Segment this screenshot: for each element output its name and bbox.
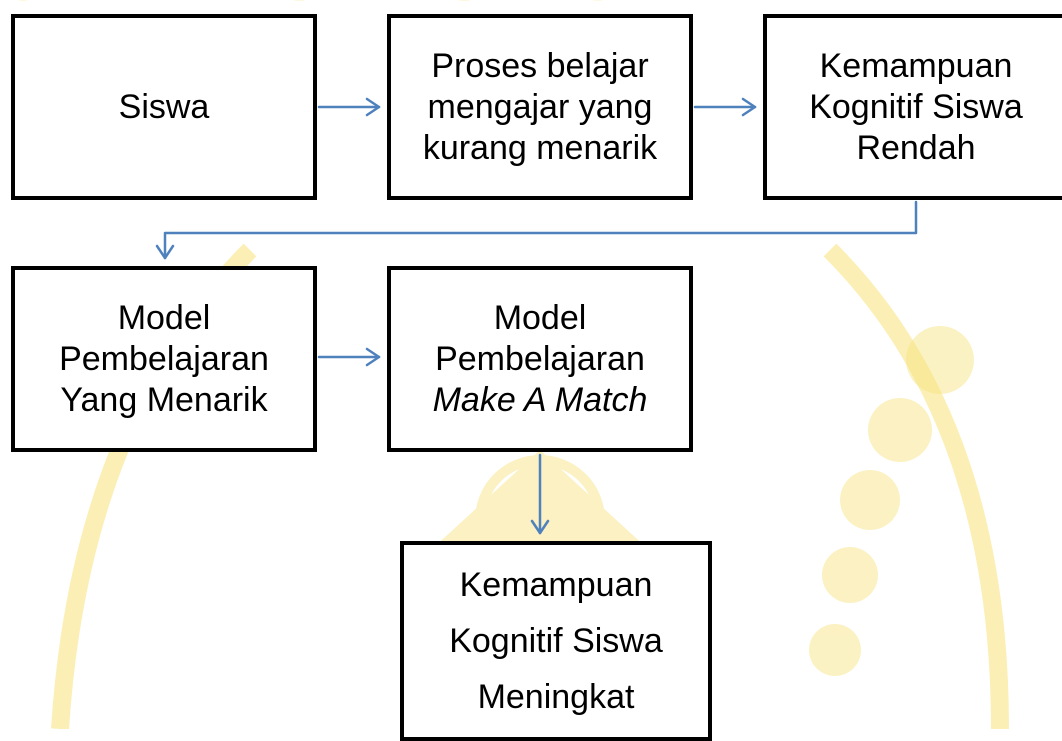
box-kemampuan-meningkat: Kemampuan Kognitif Siswa Meningkat (400, 541, 712, 741)
box-model-mam-line2: Pembelajaran (435, 339, 645, 378)
watermark-text: UNIVERSITAS MUHAMMADIYAH (0, 0, 1062, 14)
box-model-menarik-line1: Model (117, 298, 211, 337)
box-rendah-line1: Kemampuan (819, 46, 1013, 85)
box-model-menarik-line2: Pembelajaran (59, 339, 269, 378)
box-proses-line3: kurang menarik (422, 128, 658, 167)
box-proses-belajar: Proses belajar mengajar yang kurang mena… (387, 14, 693, 200)
arrow-rendah-to-model-menarik (155, 200, 918, 260)
box-siswa: Siswa (11, 14, 317, 200)
box-model-menarik-line3: Yang Menarik (60, 380, 268, 419)
box-model-mam-line1: Model (493, 298, 587, 337)
box-model-menarik: Model Pembelajaran Yang Menarik (11, 266, 317, 452)
box-proses-line2: mengajar yang (427, 87, 653, 126)
box-kemampuan-rendah: Kemampuan Kognitif Siswa Rendah (763, 14, 1062, 200)
box-meningkat-line3: Meningkat (477, 678, 635, 716)
box-model-make-a-match: Model Pembelajaran Make A Match (387, 266, 693, 452)
box-meningkat-line2: Kognitif Siswa (449, 622, 663, 660)
arrow-model-menarik-to-make-a-match (317, 347, 381, 367)
box-model-mam-line3: Make A Match (432, 380, 648, 419)
arrow-siswa-to-proses (317, 97, 381, 117)
arrow-make-a-match-to-meningkat (530, 453, 550, 535)
box-rendah-line2: Kognitif Siswa (809, 87, 1023, 126)
arrow-proses-to-rendah (693, 97, 757, 117)
box-siswa-line1: Siswa (118, 87, 210, 126)
box-rendah-line3: Rendah (856, 128, 976, 167)
box-proses-line1: Proses belajar (431, 46, 649, 85)
box-meningkat-line1: Kemampuan (459, 566, 653, 604)
